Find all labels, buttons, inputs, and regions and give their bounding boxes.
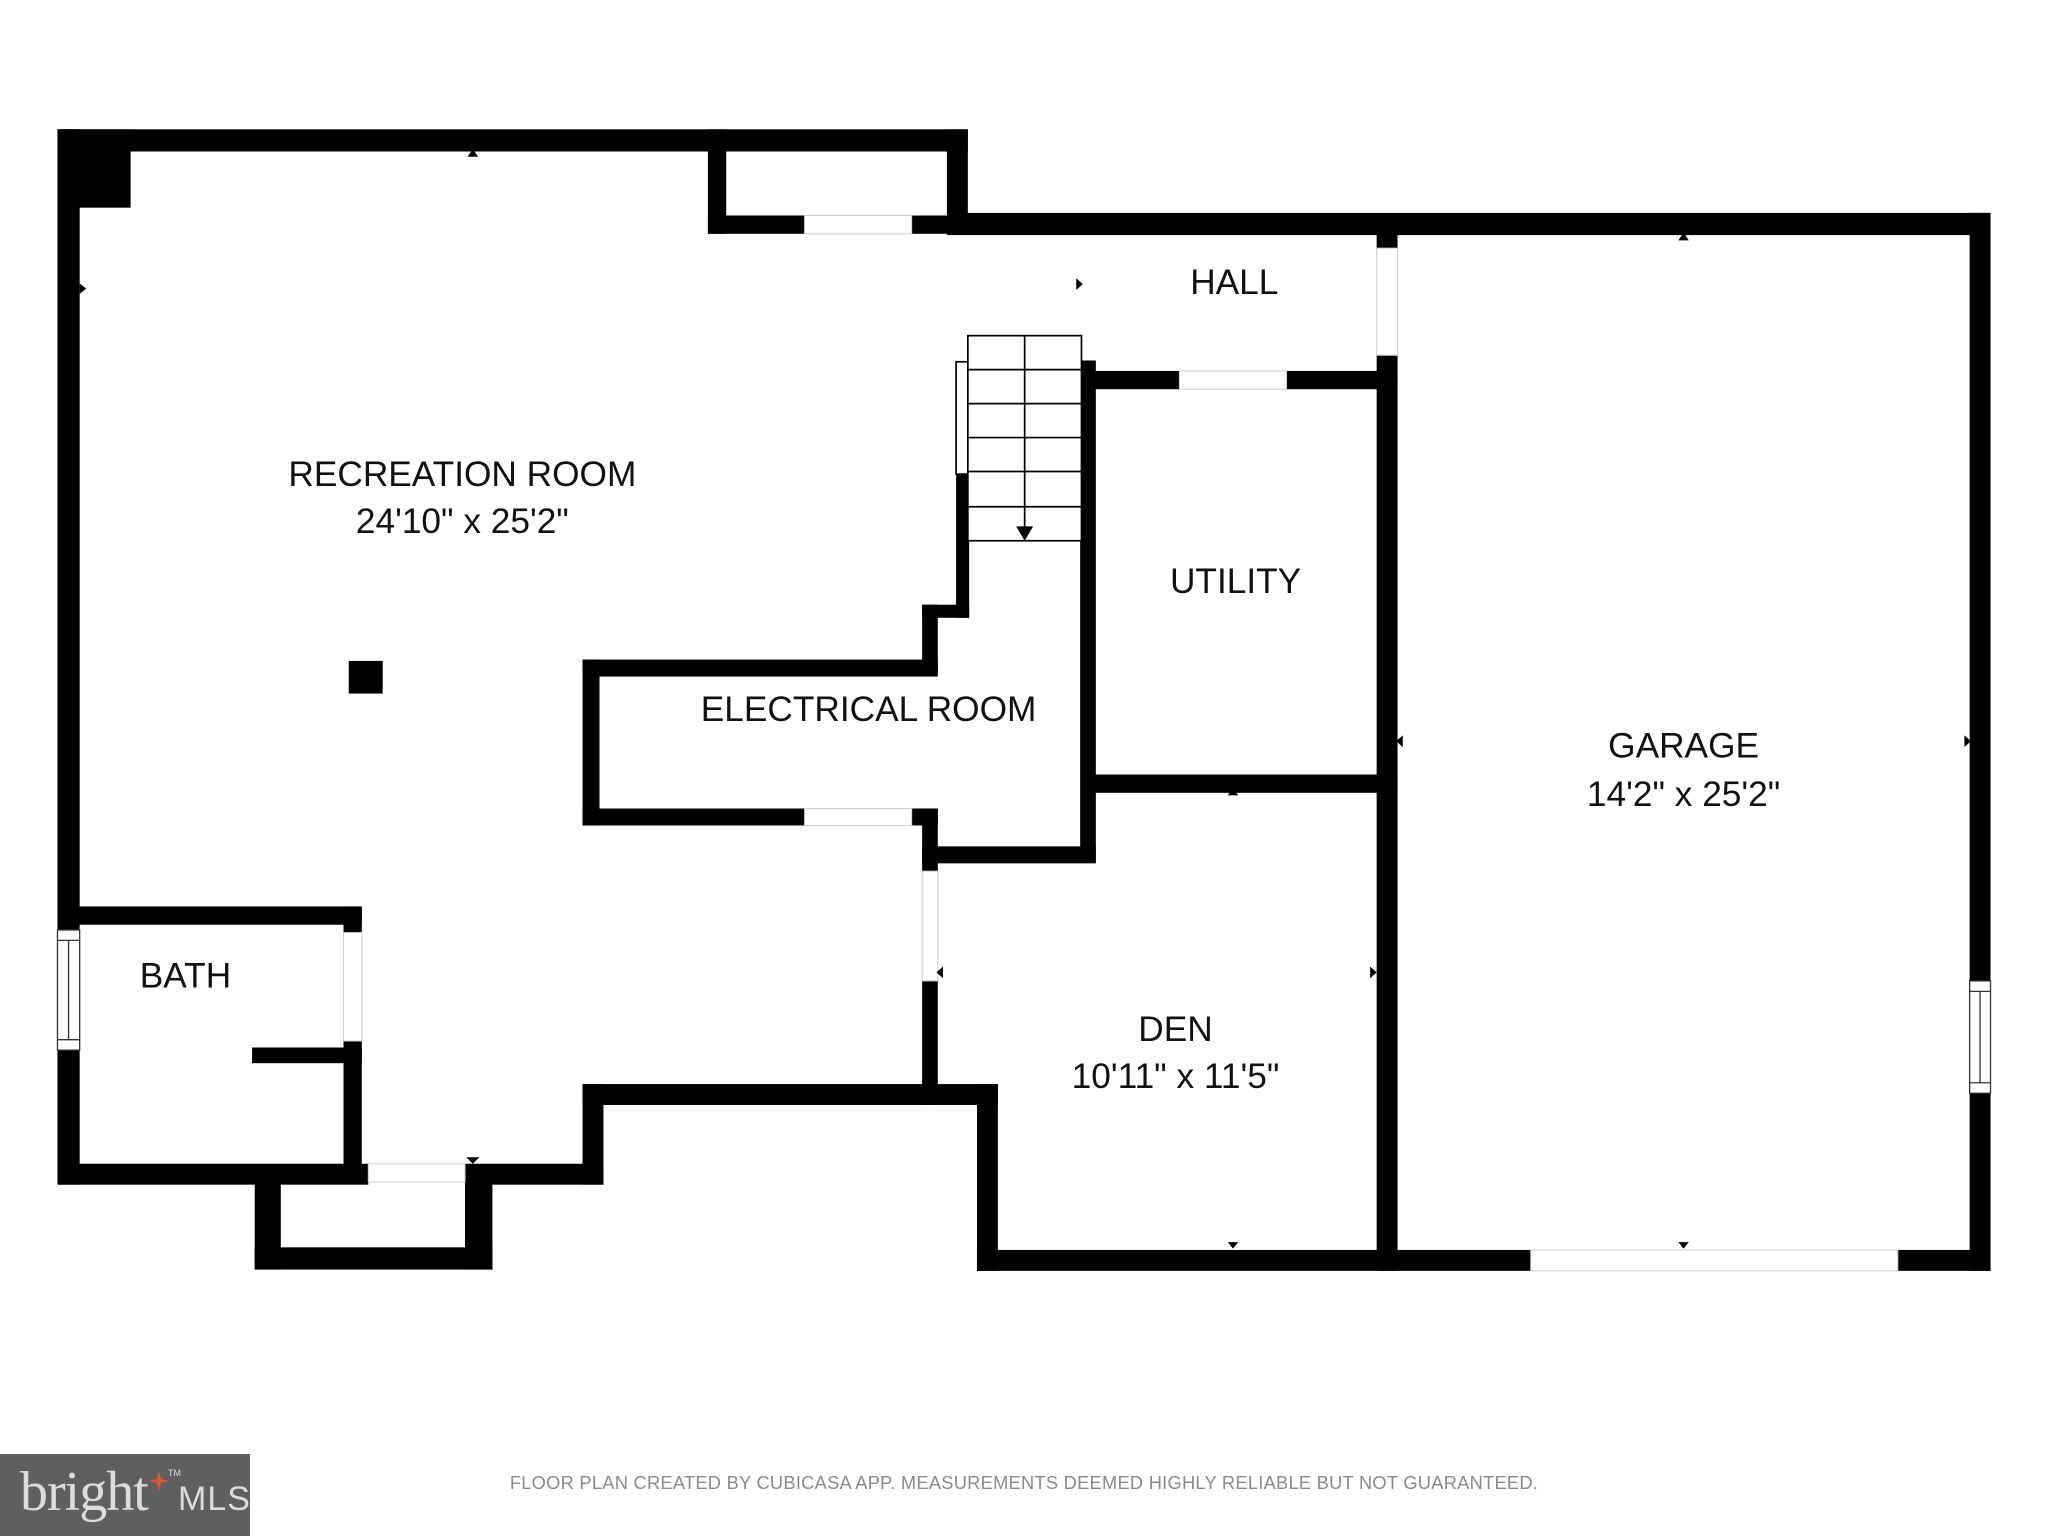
room-dimensions: 10'11" x 11'5"	[1072, 1057, 1280, 1096]
logo-brand-text: bright	[20, 1461, 149, 1523]
logo-trademark: TM	[168, 1468, 181, 1478]
window-garage	[1968, 980, 1992, 1094]
column	[348, 660, 383, 694]
room-name: HALL	[1190, 263, 1278, 302]
room-name: ELECTRICAL ROOM	[701, 690, 1037, 729]
disclaimer-text: FLOOR PLAN CREATED BY CUBICASA APP. MEAS…	[510, 1472, 1538, 1493]
room-name: GARAGE	[1608, 727, 1759, 766]
bright-mls-logo: bright TM MLS	[0, 1454, 250, 1536]
room-bath: BATH	[140, 956, 231, 995]
logo-mls-text: MLS	[178, 1480, 251, 1518]
room-garage: GARAGE 14'2" x 25'2"	[1587, 727, 1780, 814]
room-hall: HALL	[1190, 263, 1278, 302]
dimension-markers	[79, 148, 1971, 1249]
staircase	[955, 334, 1083, 542]
room-recreation: RECREATION ROOM 24'10" x 25'2"	[288, 455, 636, 541]
walls	[57, 129, 1991, 1271]
room-dimensions: 14'2" x 25'2"	[1587, 775, 1780, 814]
logo-star-icon	[149, 1471, 169, 1491]
room-name: RECREATION ROOM	[288, 455, 636, 494]
room-electrical: ELECTRICAL ROOM	[701, 690, 1037, 729]
window-bath	[56, 929, 81, 1051]
room-name: UTILITY	[1170, 562, 1301, 601]
room-name: DEN	[1138, 1010, 1212, 1049]
room-den: DEN 10'11" x 11'5"	[1072, 1010, 1280, 1096]
room-utility: UTILITY	[1170, 562, 1301, 601]
room-dimensions: 24'10" x 25'2"	[356, 502, 569, 541]
stair-down-arrow-icon	[1016, 526, 1034, 541]
room-name: BATH	[140, 956, 231, 995]
door-openings	[342, 214, 1899, 1272]
